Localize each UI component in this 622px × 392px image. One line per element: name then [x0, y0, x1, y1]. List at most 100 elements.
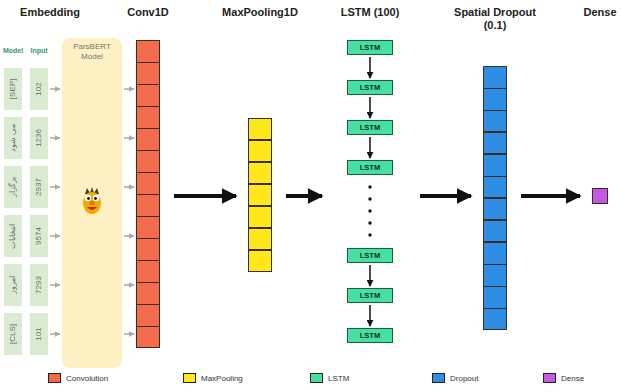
- legend-text: Dropout: [450, 374, 478, 383]
- flow-arrow: [521, 194, 580, 198]
- cell-text: LSTM: [360, 164, 380, 172]
- input-id-text: 101: [35, 327, 43, 340]
- lstm-cell: LSTM: [347, 328, 393, 343]
- input-id-box: 1236: [30, 117, 48, 159]
- dot: [368, 221, 371, 224]
- legend-text: Dense: [561, 374, 584, 383]
- input-id-text: 7293: [35, 276, 43, 294]
- pooling-layer: MaxPooling1D: [248, 118, 272, 272]
- link-arrow: [124, 333, 134, 335]
- input-id-text: 102: [35, 82, 43, 95]
- lstm-cell: LSTM: [347, 288, 393, 303]
- legend-item: Dense: [543, 373, 584, 383]
- token-box: انتخابات: [4, 215, 22, 257]
- link-arrow: [124, 284, 134, 286]
- layer-title: Dense: [583, 6, 616, 19]
- cell-text: LSTM: [360, 44, 380, 52]
- dot: [368, 233, 371, 236]
- input-id-box: 7293: [30, 264, 48, 306]
- legend-item: Dropout: [432, 373, 478, 383]
- dot: [368, 185, 371, 188]
- cell-text: LSTM: [360, 252, 380, 260]
- ellipsis-dots: [368, 185, 371, 236]
- encoder-box: ParsBERT Model: [62, 38, 122, 368]
- mascot-mouth: [87, 207, 97, 210]
- encoder-title: ParsBERT Model: [67, 42, 117, 61]
- flow-arrow: [174, 194, 236, 198]
- input-id-box: 102: [30, 68, 48, 110]
- legend-text: Convolution: [66, 374, 108, 383]
- cell-text: LSTM: [360, 292, 380, 300]
- legend-text: LSTM: [328, 374, 349, 383]
- column-subtitle: Model: [3, 47, 23, 55]
- dot: [368, 197, 371, 200]
- dot: [368, 209, 371, 212]
- token-box: [CLS]: [4, 313, 22, 355]
- link-arrow: [50, 235, 60, 237]
- cell-text: LSTM: [360, 84, 380, 92]
- layer-title: LSTM (100): [334, 6, 406, 19]
- legend-item: MaxPooling: [183, 373, 243, 383]
- link-arrow: [369, 137, 371, 158]
- link-arrow: [50, 284, 60, 286]
- layer-title: MaxPooling1D: [222, 6, 298, 19]
- token-text: [SEP]: [9, 79, 17, 99]
- lstm-cell: LSTM: [347, 40, 393, 55]
- column-title: Embedding: [20, 6, 80, 19]
- dense-layer: Dense: [592, 188, 608, 204]
- link-arrow: [369, 305, 371, 326]
- input-id-text: 9574: [35, 227, 43, 245]
- link-arrow: [369, 57, 371, 78]
- legend-text: MaxPooling: [201, 374, 243, 383]
- link-arrow: [50, 88, 60, 90]
- lstm-cell: LSTM: [347, 160, 393, 175]
- token-box: می شود: [4, 117, 22, 159]
- input-id-box: 2937: [30, 166, 48, 208]
- conv-layer: Conv1D: [136, 40, 160, 348]
- link-arrow: [50, 333, 60, 335]
- legend-item: LSTM: [310, 373, 349, 383]
- mascot-head: [83, 192, 101, 214]
- link-arrow: [50, 137, 60, 139]
- token-text: امروز: [9, 276, 17, 294]
- mascot-pupil: [87, 197, 90, 200]
- mascot-eye: [93, 195, 99, 201]
- link-arrow: [124, 88, 134, 90]
- link-arrow: [124, 235, 134, 237]
- legend-swatch: [432, 373, 445, 383]
- legend-swatch: [183, 373, 196, 383]
- token-box: امروز: [4, 264, 22, 306]
- legend-swatch: [543, 373, 556, 383]
- token-text: می شود: [9, 124, 17, 152]
- link-arrow: [50, 186, 60, 188]
- link-arrow: [369, 265, 371, 286]
- input-id-box: 9574: [30, 215, 48, 257]
- token-box: برگزار: [4, 166, 22, 208]
- input-id-text: 2937: [35, 178, 43, 196]
- mascot-pupil: [94, 197, 97, 200]
- cell-text: LSTM: [360, 332, 380, 340]
- cell-text: LSTM: [360, 124, 380, 132]
- link-arrow: [369, 97, 371, 118]
- layer-title: Conv1D: [127, 6, 169, 19]
- legend-swatch: [48, 373, 61, 383]
- flow-arrow: [420, 194, 471, 198]
- legend-swatch: [310, 373, 323, 383]
- layer-title: Spatial Dropout (0.1): [454, 6, 536, 32]
- dropout-layer: Spatial Dropout (0.1): [483, 66, 507, 330]
- lstm-cell: LSTM: [347, 248, 393, 263]
- token-box: [SEP]: [4, 68, 22, 110]
- lstm-cell: LSTM: [347, 120, 393, 135]
- lstm-group: LSTM (100) LSTM LSTM LSTM LSTM LSTM LSTM LSTM: [334, 6, 406, 352]
- column-subtitle: Input: [30, 47, 47, 55]
- link-arrow: [124, 186, 134, 188]
- token-text: برگزار: [9, 177, 17, 197]
- input-id-text: 1236: [35, 129, 43, 147]
- token-text: انتخابات: [9, 224, 17, 249]
- mascot-eye: [85, 195, 91, 201]
- legend-item: Convolution: [48, 373, 108, 383]
- input-id-box: 101: [30, 313, 48, 355]
- link-arrow: [124, 137, 134, 139]
- token-text: [CLS]: [9, 324, 17, 344]
- bert-mascot: [77, 186, 107, 216]
